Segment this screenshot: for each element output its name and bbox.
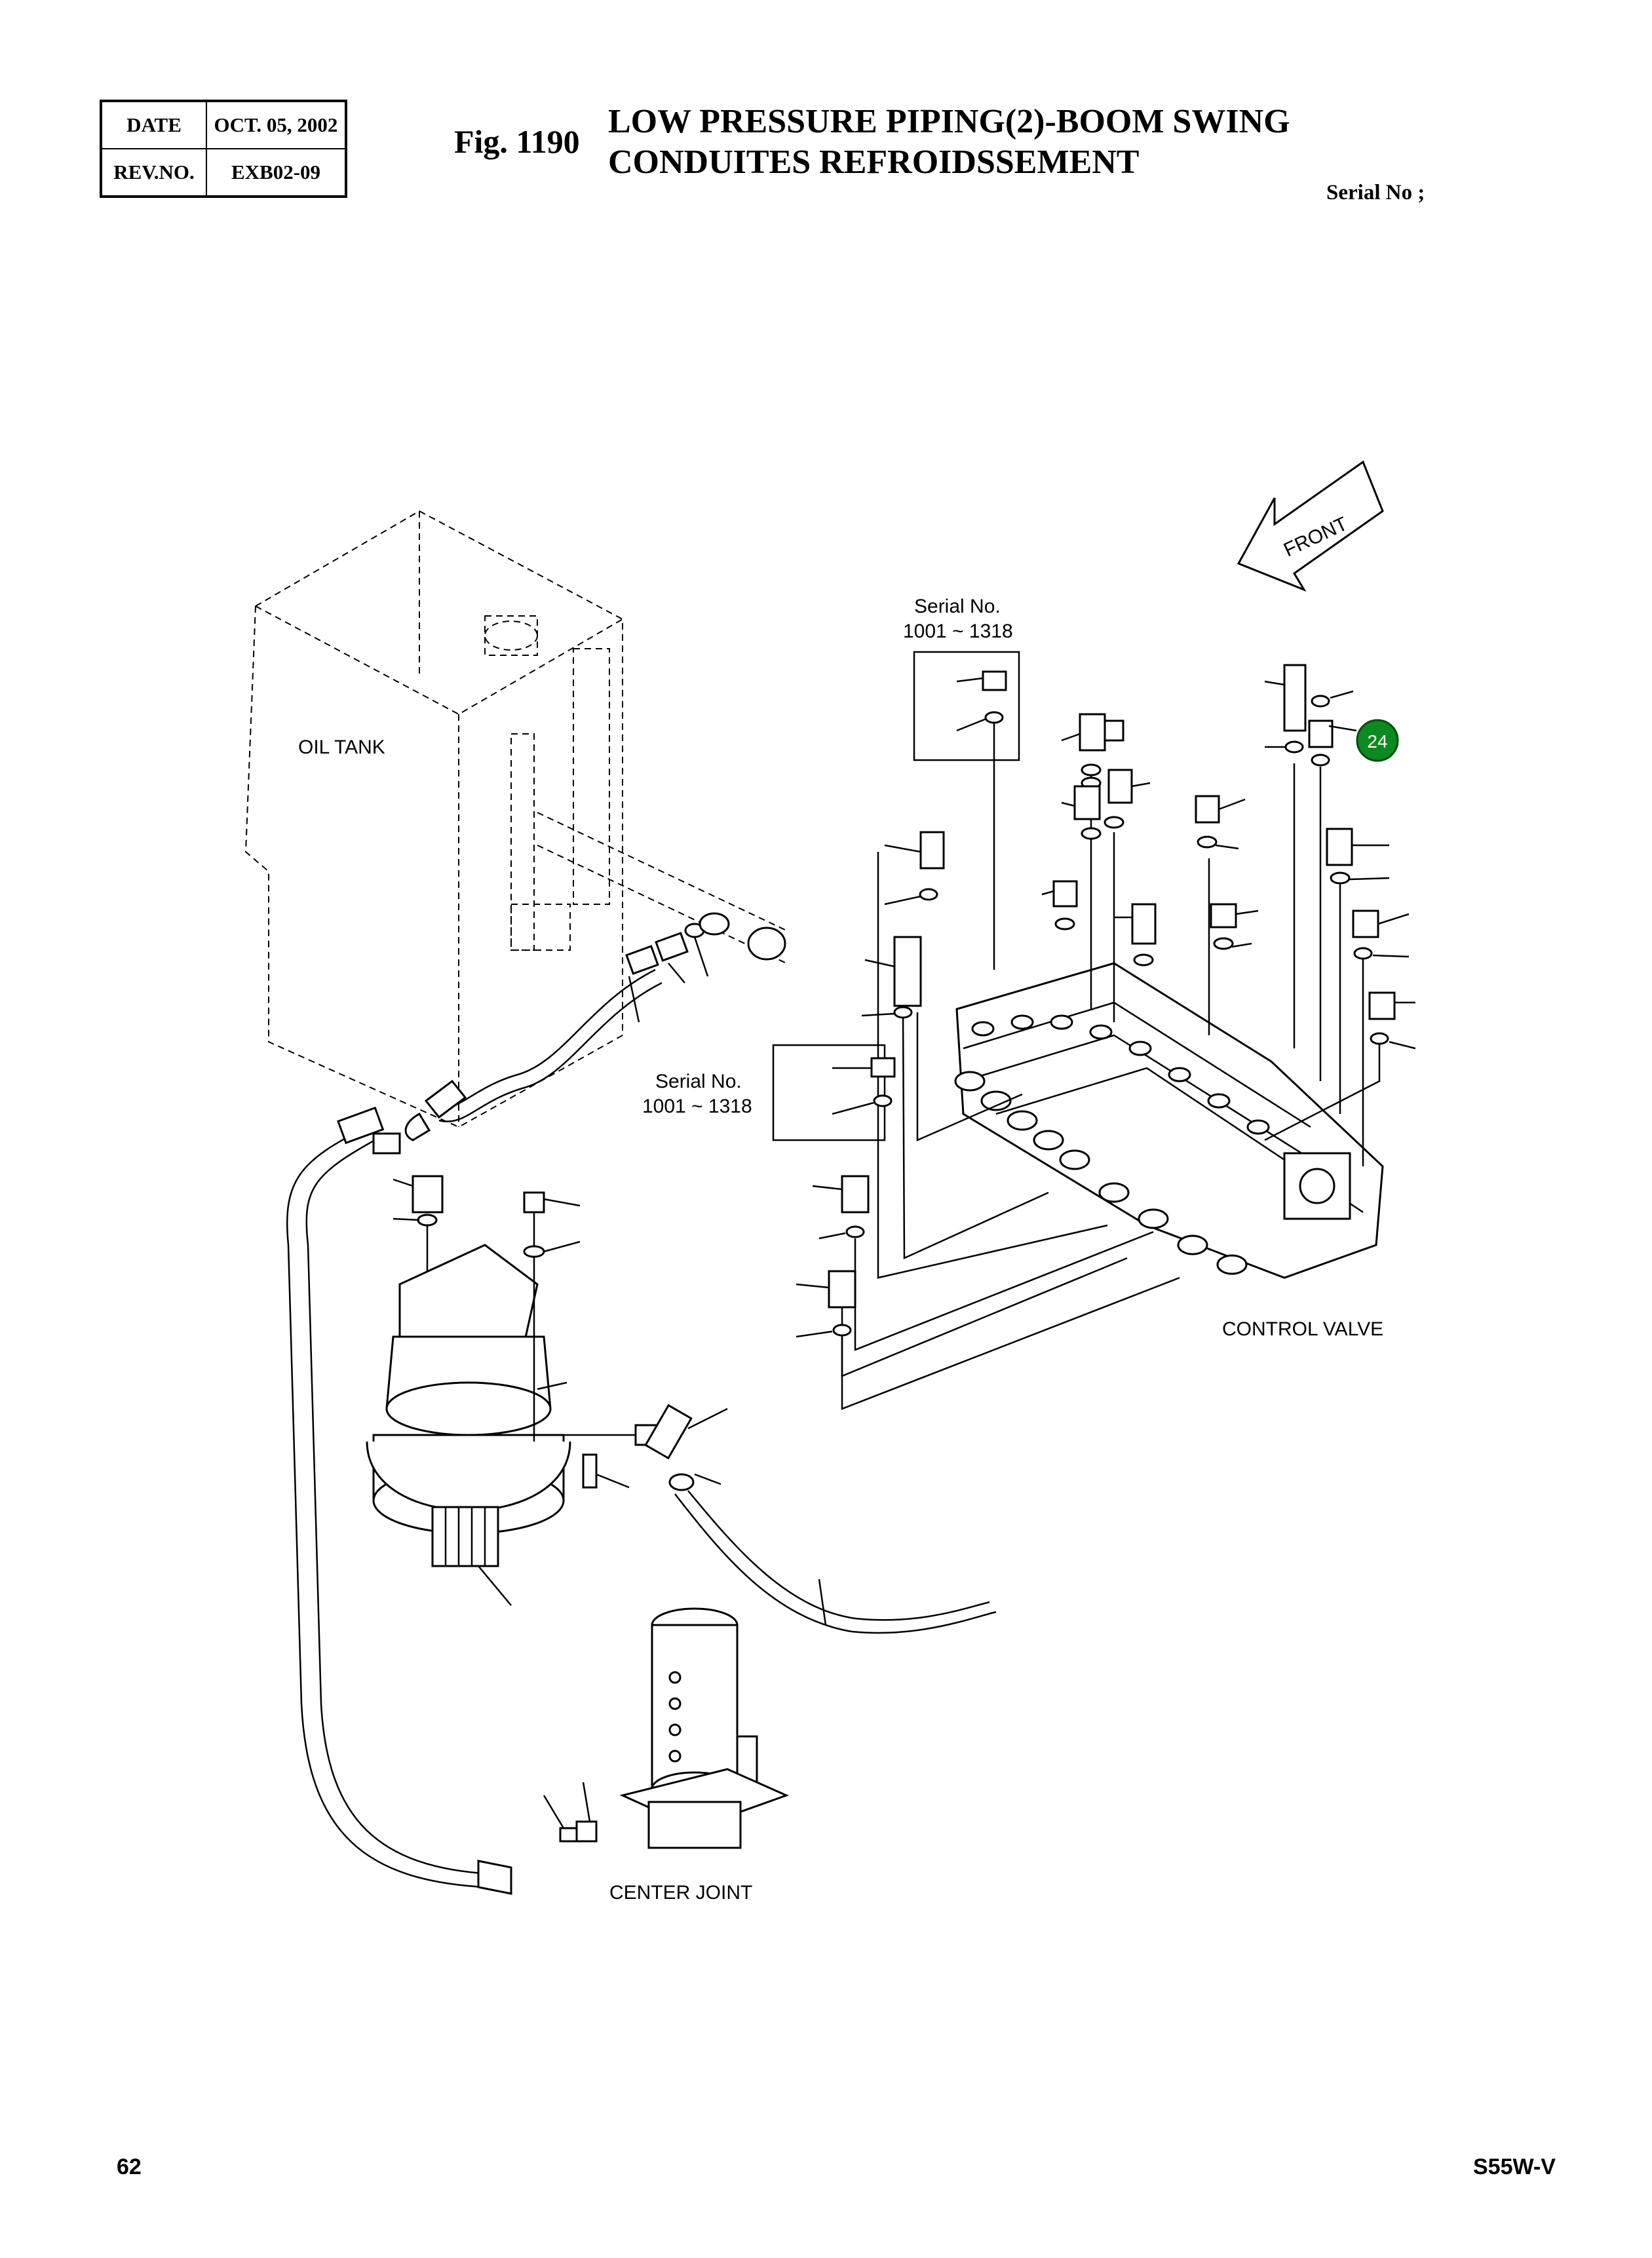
callout-24: 24 bbox=[1328, 719, 1399, 762]
page-number: 62 bbox=[117, 2154, 142, 2179]
tank-return-hose bbox=[286, 968, 663, 1895]
valve-fittings bbox=[796, 664, 1416, 1338]
serial-box-1-line1: Serial No. bbox=[914, 596, 1001, 617]
oil-tank-label: OIL TANK bbox=[298, 737, 385, 758]
tee-fitting-hose bbox=[634, 1404, 997, 1634]
valve-leader-lines bbox=[841, 718, 1381, 1410]
front-arrow: FRONT bbox=[1237, 460, 1384, 592]
serial-number-label: Serial No ; bbox=[1326, 181, 1425, 204]
serial-box-2-line1: Serial No. bbox=[655, 1071, 742, 1092]
center-joint: CENTER JOINT bbox=[543, 1607, 790, 1904]
oil-tank: OIL TANK bbox=[244, 510, 787, 1128]
date-label: DATE bbox=[100, 100, 207, 149]
serial-box-1: Serial No. 1001 ~ 1318 bbox=[903, 596, 1020, 761]
control-valve-label: CONTROL VALVE bbox=[1222, 1318, 1383, 1340]
valve-spools bbox=[954, 1014, 1270, 1275]
callout-24-number: 24 bbox=[1367, 731, 1387, 752]
date-value: OCT. 05, 2002 bbox=[206, 100, 347, 149]
swing-motor bbox=[366, 1175, 636, 1606]
rev-label: REV.NO. bbox=[100, 148, 207, 197]
serial-box-1-line2: 1001 ~ 1318 bbox=[903, 621, 1013, 642]
serial-box-2-line2: 1001 ~ 1318 bbox=[642, 1096, 752, 1117]
tank-fittings bbox=[625, 912, 786, 1023]
figure-number: Fig. 1190 bbox=[454, 123, 580, 160]
model-code: S55W-V bbox=[1473, 2154, 1556, 2179]
control-valve: CONTROL VALVE bbox=[954, 962, 1384, 1340]
page-subtitle: CONDUITES REFROIDSSEMENT bbox=[608, 144, 1140, 181]
serial-box-2: Serial No. 1001 ~ 1318 bbox=[642, 1044, 896, 1141]
rev-value: EXB02-09 bbox=[206, 148, 347, 197]
page-title: LOW PRESSURE PIPING(2)-BOOM SWING bbox=[608, 103, 1290, 140]
revision-table: DATE OCT. 05, 2002 REV.NO. EXB02-09 bbox=[100, 100, 347, 198]
center-joint-label: CENTER JOINT bbox=[609, 1882, 752, 1904]
callout-24-circle bbox=[1356, 719, 1399, 762]
